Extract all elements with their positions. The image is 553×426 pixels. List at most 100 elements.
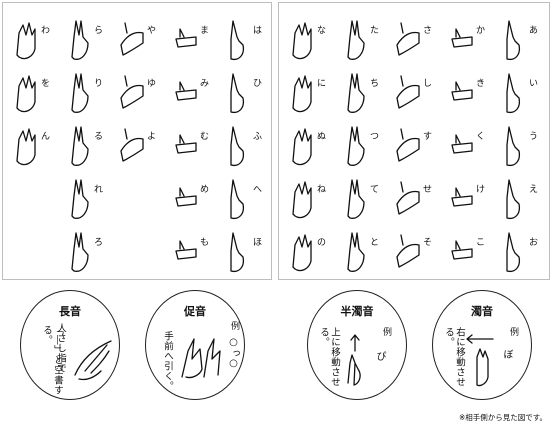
kana-label: ろ [94, 238, 103, 248]
example-value: ぴ [372, 351, 387, 361]
hand-sign-icon [499, 68, 529, 114]
sign-cell [117, 223, 167, 273]
hand-sign-icon [499, 121, 529, 167]
kana-label: た [370, 26, 379, 36]
kana-label: り [94, 79, 103, 89]
hand-sign-icon [71, 331, 115, 383]
sign-cell: そ [393, 223, 443, 273]
example-value: ○っ○ [226, 337, 241, 369]
sign-cell: き [446, 64, 496, 114]
sign-cell [11, 170, 61, 220]
hand-sign-icon [287, 68, 317, 114]
hand-sign-icon [393, 227, 423, 273]
hand-sign-icon [338, 333, 372, 389]
hand-sign-icon [117, 15, 147, 61]
kana-label: な [317, 26, 326, 36]
sign-cell: を [11, 64, 61, 114]
kana-label: れ [94, 185, 103, 195]
sign-cell [11, 223, 61, 273]
instruction-text: 手前へ引く。 [162, 331, 173, 391]
example-label: 例 [228, 321, 241, 330]
sign-cell: か [446, 11, 496, 61]
hand-sign-icon [340, 227, 370, 273]
hand-sign-icon [223, 227, 253, 273]
hand-sign-icon [223, 174, 253, 220]
sign-cell: さ [393, 11, 443, 61]
hand-sign-icon [340, 121, 370, 167]
hand-sign-icon [463, 331, 503, 389]
hand-sign-icon [64, 227, 94, 273]
sign-cell: む [170, 117, 220, 167]
hand-sign-icon [64, 174, 94, 220]
hand-sign-icon [64, 68, 94, 114]
hand-sign-icon [117, 68, 147, 114]
kana-label: ふ [253, 132, 262, 142]
sign-cell: え [499, 170, 549, 220]
kana-label: る [94, 132, 103, 142]
kana-label: し [423, 79, 432, 89]
hand-sign-icon [223, 68, 253, 114]
sign-cell [117, 170, 167, 220]
kana-label: ぬ [317, 132, 326, 142]
footnote: ※相手側から見た図です。 [459, 412, 547, 423]
hand-sign-icon [393, 68, 423, 114]
sign-cell: ら [64, 11, 114, 61]
sign-cell: も [170, 223, 220, 273]
hand-sign-icon [170, 68, 200, 114]
sign-cell: て [340, 170, 390, 220]
hand-sign-icon [223, 15, 253, 61]
bubble-title: 半濁音 [308, 303, 406, 319]
sign-cell: い [499, 64, 549, 114]
sign-cell: と [340, 223, 390, 273]
sign-cell: へ [223, 170, 273, 220]
hand-sign-icon [340, 174, 370, 220]
sign-cell: に [287, 64, 337, 114]
sign-cell: ゆ [117, 64, 167, 114]
hand-sign-icon [170, 227, 200, 273]
kana-label: ゆ [147, 79, 156, 89]
hand-sign-icon [178, 331, 222, 381]
kana-label: ま [200, 26, 209, 36]
sign-cell: せ [393, 170, 443, 220]
hand-sign-icon [170, 15, 200, 61]
kana-label: め [200, 185, 209, 195]
sign-cell: な [287, 11, 337, 61]
sign-cell: ま [170, 11, 220, 61]
kana-label: き [476, 79, 485, 89]
hand-sign-icon [393, 174, 423, 220]
kana-label: く [476, 132, 485, 142]
hand-sign-icon [223, 121, 253, 167]
kana-label: む [200, 132, 209, 142]
semi-voiced-bubble: 半濁音 上に移動させる。 例 ぴ [307, 290, 407, 400]
hand-sign-icon [446, 121, 476, 167]
sign-cell: ち [340, 64, 390, 114]
hand-sign-icon [287, 227, 317, 273]
hand-sign-icon [170, 174, 200, 220]
hand-sign-icon [11, 68, 41, 114]
hand-sign-icon [11, 121, 41, 167]
hand-sign-icon [499, 227, 529, 273]
bubble-title: 促音 [146, 303, 244, 319]
sign-cell: お [499, 223, 549, 273]
sign-cell: う [499, 117, 549, 167]
kana-label: は [253, 26, 262, 36]
kana-label: か [476, 26, 485, 36]
kana-label: の [317, 238, 326, 248]
sign-cell: や [117, 11, 167, 61]
hand-sign-icon [64, 121, 94, 167]
kana-label: ら [94, 26, 103, 36]
hand-sign-icon [446, 227, 476, 273]
hand-sign-icon [446, 174, 476, 220]
kana-label: え [529, 185, 538, 195]
sign-cell: ね [287, 170, 337, 220]
kana-label: へ [253, 185, 262, 195]
voiced-bubble: 濁音 右に移動させる。 例 ぼ [432, 290, 532, 400]
sign-cell: ふ [223, 117, 273, 167]
hand-sign-icon [446, 15, 476, 61]
hand-sign-icon [287, 174, 317, 220]
hand-sign-icon [446, 68, 476, 114]
sign-cell: る [64, 117, 114, 167]
hand-sign-icon [340, 68, 370, 114]
sign-cell: の [287, 223, 337, 273]
kana-label: よ [147, 132, 156, 142]
